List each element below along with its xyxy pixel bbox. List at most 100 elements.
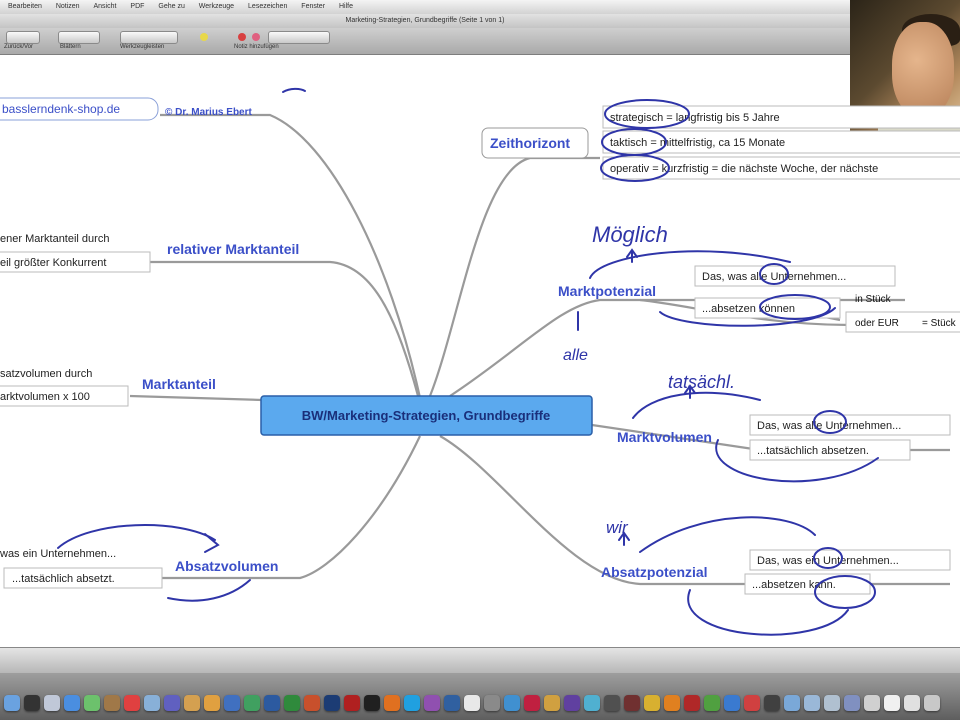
window-status-bar: [0, 647, 960, 674]
menu-bearbeiten[interactable]: Bearbeiten: [8, 3, 42, 10]
unit-eq-stueck: = Stück: [922, 318, 957, 329]
note-pink-icon[interactable]: [252, 33, 260, 41]
imovie-icon[interactable]: [564, 695, 580, 711]
toolbar: Zurück/Vor Blättern Werkzeugleisten Noti…: [0, 28, 850, 55]
pages-icon[interactable]: [204, 695, 220, 711]
filezilla-icon[interactable]: [684, 695, 700, 711]
menu-fenster[interactable]: Fenster: [301, 3, 326, 10]
relativer-marktanteil-line-2: eil größter Konkurrent: [0, 257, 106, 269]
ical-icon[interactable]: [124, 695, 140, 711]
applications-icon[interactable]: [844, 695, 860, 711]
calculator-icon[interactable]: [604, 695, 620, 711]
marktanteil-title[interactable]: Marktanteil: [142, 376, 216, 392]
garageband-icon[interactable]: [544, 695, 560, 711]
folder-icon[interactable]: [784, 695, 800, 711]
activity-monitor-icon[interactable]: [764, 695, 780, 711]
numbers-icon[interactable]: [244, 695, 260, 711]
relativer-marktanteil-line-1: ener Marktanteil durch: [0, 233, 109, 245]
note-yellow-icon[interactable]: [200, 33, 208, 41]
trash-icon[interactable]: [924, 695, 940, 711]
toolbars-label: Werkzeugleisten: [120, 44, 165, 50]
excel-icon[interactable]: [284, 695, 300, 711]
stack-icon[interactable]: [864, 695, 880, 711]
dropbox-icon[interactable]: [724, 695, 740, 711]
menu-hilfe[interactable]: Hilfe: [338, 3, 353, 10]
address-book-icon[interactable]: [104, 695, 120, 711]
absatzvolumen-line-1: was ein Unternehmen...: [0, 548, 116, 560]
vlc-icon[interactable]: [664, 695, 680, 711]
window-title-bar: Marketing-Strategien, Grundbegriffe (Sei…: [0, 14, 850, 28]
absatzvolumen-title[interactable]: Absatzvolumen: [175, 558, 278, 574]
handwritten-tatsaechlich: tatsächl.: [668, 372, 735, 392]
handwritten-moeglich: Möglich: [592, 222, 668, 247]
marktvolumen-title[interactable]: Marktvolumen: [617, 429, 712, 445]
handwritten-annotations: [57, 87, 879, 636]
center-node-label: BW/Marketing-Strategien, Grundbegriffe: [302, 408, 550, 423]
absatzpotenzial-title[interactable]: Absatzpotenzial: [601, 564, 708, 580]
chrome-icon[interactable]: [644, 695, 660, 711]
annotate-button[interactable]: [268, 31, 330, 44]
menu-ansicht[interactable]: Ansicht: [93, 3, 117, 10]
mind-map: BW/Marketing-Strategien, Grundbegriffe b…: [0, 87, 960, 636]
relativer-marktanteil-title[interactable]: relativer Marktanteil: [167, 241, 299, 257]
quicktime-icon[interactable]: [444, 695, 460, 711]
firefox-icon[interactable]: [384, 695, 400, 711]
add-note-label: Notiz hinzufügen: [234, 44, 279, 50]
app-store-icon[interactable]: [504, 695, 520, 711]
system-prefs-icon[interactable]: [484, 695, 500, 711]
powerpoint-icon[interactable]: [304, 695, 320, 711]
document-page: [0, 55, 850, 647]
downloads-icon[interactable]: [804, 695, 820, 711]
dictionary-icon[interactable]: [624, 695, 640, 711]
itunes-store-icon[interactable]: [424, 695, 440, 711]
screenflow-icon[interactable]: [744, 695, 760, 711]
menu-gehe-zu[interactable]: Gehe zu: [158, 3, 185, 10]
website-link[interactable]: basslerndenk-shop.de: [2, 102, 120, 116]
zeithorizont-title[interactable]: Zeithorizont: [490, 135, 570, 151]
photoshop-icon[interactable]: [324, 695, 340, 711]
menu-werkzeuge[interactable]: Werkzeuge: [198, 3, 235, 10]
center-node[interactable]: BW/Marketing-Strategien, Grundbegriffe: [260, 395, 593, 436]
marktpotenzial-title[interactable]: Marktpotenzial: [558, 283, 656, 299]
finder-icon[interactable]: [4, 695, 20, 711]
evernote-icon[interactable]: [704, 695, 720, 711]
marktanteil-line-1: satzvolumen durch: [0, 368, 92, 380]
branch-lines: [129, 113, 960, 586]
back-forward-label: Zurück/Vor: [4, 44, 34, 50]
acrobat-icon[interactable]: [344, 695, 360, 711]
documents-icon[interactable]: [824, 695, 840, 711]
note-red-icon[interactable]: [238, 33, 246, 41]
window-title: Marketing-Strategien, Grundbegriffe (Sei…: [345, 17, 505, 24]
word-icon[interactable]: [264, 695, 280, 711]
handwritten-alle: alle: [563, 347, 588, 364]
zeithorizont-line-1: strategisch = langfristig bis 5 Jahre: [610, 112, 780, 124]
toolbar-toggle-button[interactable]: [120, 31, 178, 44]
safari-icon[interactable]: [64, 695, 80, 711]
mail-icon[interactable]: [44, 695, 60, 711]
preview-icon[interactable]: [144, 695, 160, 711]
zeithorizont-line-2: taktisch = mittelfristig, ca 15 Monate: [610, 137, 785, 149]
menu-lesezeichen[interactable]: Lesezeichen: [248, 3, 288, 10]
menu-notizen[interactable]: Notizen: [55, 3, 80, 10]
keynote-icon[interactable]: [224, 695, 240, 711]
window-thumb-2-icon[interactable]: [904, 695, 920, 711]
ichat-icon[interactable]: [84, 695, 100, 711]
window-thumb-icon[interactable]: [884, 695, 900, 711]
menu-pdf[interactable]: PDF: [130, 3, 145, 10]
photo-booth-icon[interactable]: [524, 695, 540, 711]
iphoto-icon[interactable]: [184, 695, 200, 711]
website-link-node[interactable]: basslerndenk-shop.de: [0, 97, 159, 121]
itunes-icon[interactable]: [164, 695, 180, 711]
textedit-icon[interactable]: [464, 695, 480, 711]
terminal-icon[interactable]: [364, 695, 380, 711]
marktvolumen-line-1: Das, was alle Unternehmen...: [757, 420, 901, 432]
skype-icon[interactable]: [404, 695, 420, 711]
author-credit: © Dr. Marius Ebert: [165, 107, 253, 118]
page-button[interactable]: [58, 31, 100, 44]
mindmap-app-icon[interactable]: [584, 695, 600, 711]
dashboard-icon[interactable]: [24, 695, 40, 711]
page-label: Blättern: [60, 44, 81, 50]
back-forward-button[interactable]: [6, 31, 40, 44]
marktpotenzial-line-2: ...absetzen können: [702, 303, 795, 315]
unit-stueck: in Stück: [855, 294, 892, 305]
